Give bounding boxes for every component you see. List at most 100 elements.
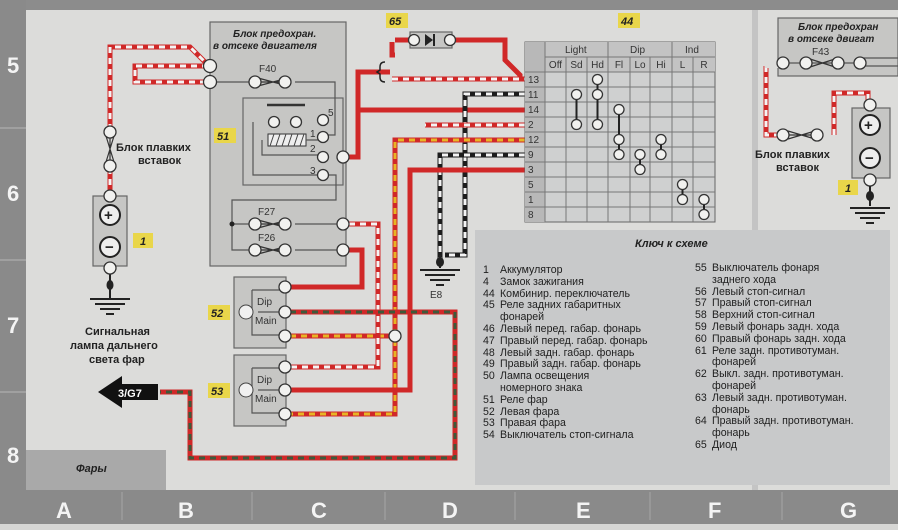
minus-icon	[99, 236, 121, 258]
column-label: D	[442, 498, 458, 523]
plus-icon	[99, 204, 121, 226]
ground-icon	[90, 298, 130, 315]
relay-pin: 1	[310, 129, 316, 140]
legend-item-number: 51	[483, 393, 495, 406]
legend-item: 55 Выключатель фонаря заднего хода	[695, 262, 854, 287]
lamp-pin: Dip	[257, 375, 272, 386]
switch-row: 8	[528, 210, 534, 221]
legend-item-number: 55	[695, 262, 707, 274]
legend-item-number: 54	[483, 429, 495, 442]
legend-item-number: 58	[695, 309, 707, 322]
switch-group: Light	[565, 45, 587, 56]
svg-text:+: +	[104, 207, 113, 224]
legend-item-text: Верхний стоп-сигнал	[712, 309, 815, 322]
legend-item-text: Диод	[712, 438, 737, 451]
fusible-link-label: Блок плавких	[755, 149, 831, 161]
fuse-box-title: Блок предохран	[798, 22, 878, 33]
switch-contact	[570, 118, 583, 131]
legend-item-text: Выключатель фонаря заднего хода	[712, 262, 820, 286]
legend-item-number: 63	[695, 391, 707, 404]
connector-arrow[interactable]	[98, 376, 158, 408]
fusible-link	[103, 125, 117, 173]
legend-item-text: Выкл. задн. противотуман. фонарей	[712, 368, 844, 392]
legend-item: 48 Левый задн. габар. фонарь	[483, 346, 648, 360]
svg-text:−: −	[865, 150, 874, 167]
column-strip	[0, 490, 898, 530]
legend-item-number: 60	[695, 332, 707, 345]
badge	[214, 128, 236, 143]
legend-item-text: Реле задних габаритных фонарей	[500, 299, 621, 324]
legend-item-text: Аккумулятор	[500, 264, 563, 276]
switch-contact	[655, 148, 667, 161]
legend-item-number: 64	[695, 415, 707, 428]
diode-icon	[425, 34, 433, 46]
relay-pin: 5	[328, 108, 334, 119]
legend-item: 62 Выкл. задн. противотуман. фонарей	[695, 368, 854, 393]
switch-contact	[591, 118, 604, 131]
legend-item-text: Комбинир. переключатель	[500, 287, 630, 300]
switch-column: Lo	[634, 60, 646, 71]
badge-left-headlamp: 52	[211, 308, 223, 320]
column-label: F	[708, 498, 721, 523]
legend-item-text: Левый задн. габар. фонарь	[500, 346, 635, 359]
legend-item-text: Правый стоп-сигнал	[712, 297, 812, 310]
switch-contact	[591, 73, 604, 86]
legend-item-text: Левый перед. габар. фонарь	[500, 322, 641, 335]
legend-item-text: Левый фонарь задн. хода	[712, 320, 840, 333]
switch-row: 1	[528, 195, 534, 206]
fuse-label: F40	[259, 64, 277, 75]
row-strip	[0, 0, 26, 492]
section-tab	[26, 450, 166, 490]
legend-item-number: 1	[483, 264, 489, 276]
switch-column: Off	[549, 60, 562, 71]
legend-item-text: Реле фар	[500, 393, 548, 406]
wires	[107, 37, 525, 461]
legend-item-number: 48	[483, 346, 495, 359]
legend-item-number: 45	[483, 299, 495, 312]
row-label: 8	[7, 443, 19, 468]
switch-contact	[698, 193, 710, 206]
warning-lamp-label: Сигнальная	[85, 326, 150, 338]
relay-pin: 3	[310, 166, 316, 177]
legend-item: 1 Аккумулятор	[483, 264, 648, 277]
switch-contact	[570, 88, 583, 101]
switch-row: 13	[528, 75, 540, 86]
legend-item-number: 46	[483, 322, 495, 335]
column-label: E	[576, 498, 591, 523]
svg-text:−: −	[105, 239, 114, 256]
switch-row: 14	[528, 105, 540, 116]
warning-lamp-label: света фар	[89, 354, 145, 366]
section-tab-label: Фары	[76, 463, 107, 475]
legend-item-text: Правый задн. габар. фонарь	[500, 358, 641, 371]
relay-pin: 2	[310, 144, 316, 155]
legend-item-number: 47	[483, 334, 495, 347]
ground-icon	[850, 207, 890, 224]
column-label: A	[56, 498, 72, 523]
top-strip	[0, 0, 898, 10]
badge	[133, 233, 153, 248]
legend-item-text: Правая фара	[500, 417, 566, 430]
switch-row: 11	[528, 90, 539, 101]
badge	[208, 383, 230, 398]
legend-item: 57 Правый стоп-сигнал	[695, 298, 854, 310]
switch-contact	[613, 148, 625, 161]
fuse-label: F27	[258, 207, 276, 218]
badge-diode: 65	[389, 16, 402, 28]
legend-item-number: 57	[695, 297, 707, 310]
row-label: 7	[7, 313, 19, 338]
legend-item-number: 62	[695, 368, 707, 381]
legend-item-number: 44	[483, 287, 495, 300]
badge-right-headlamp: 53	[211, 386, 223, 398]
